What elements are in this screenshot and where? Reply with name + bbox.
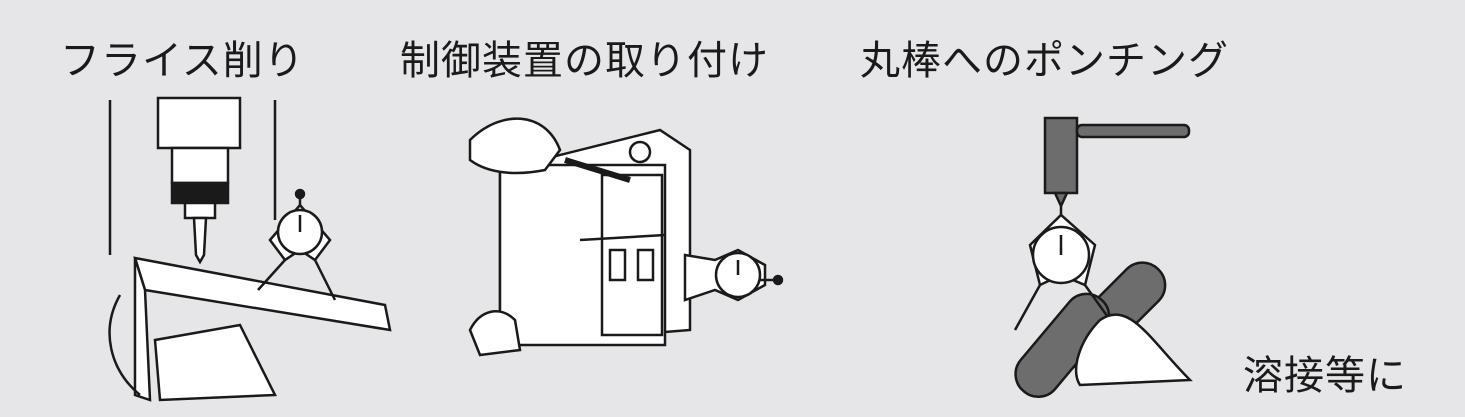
caption-round-bar-punching: 丸棒へのポンチング: [860, 38, 1229, 84]
caption-milling: フライス削り: [60, 38, 305, 84]
milling-illustration: [108, 96, 392, 402]
caption-control-device: 制御装置の取り付け: [400, 38, 769, 84]
dial-gauge-icon: [257, 188, 337, 301]
control-device-illustration: [468, 117, 784, 357]
round-bar-punching-illustration: [1013, 116, 1193, 399]
dial-gauge-icon: [683, 248, 784, 302]
caption-welding: 溶接等に: [1243, 353, 1407, 399]
